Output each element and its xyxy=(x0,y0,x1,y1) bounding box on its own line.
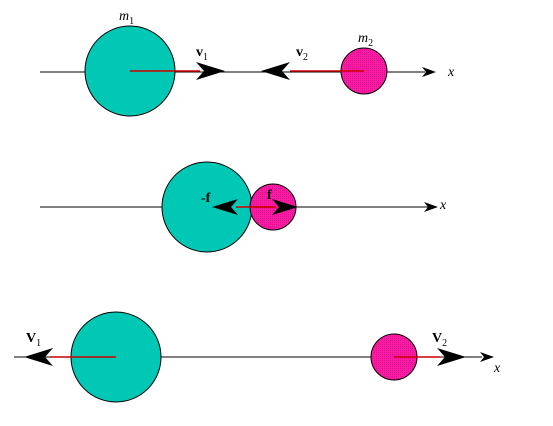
force-on-m2-arrowhead xyxy=(272,199,298,215)
velocity-2-arrowhead xyxy=(261,62,290,80)
mass-2-label: m2 xyxy=(358,31,373,49)
mass-1-label: m1 xyxy=(119,9,134,27)
velocity-2-label: v2 xyxy=(296,45,308,63)
x-axis-arrowhead xyxy=(424,202,438,212)
final-velocity-2-arrowhead xyxy=(437,348,466,366)
force-label: f xyxy=(267,188,272,203)
force-on-m1-arrowhead xyxy=(212,199,238,215)
x-axis-label: x xyxy=(447,65,455,80)
x-axis-label: x xyxy=(493,361,501,376)
x-axis-arrowhead xyxy=(422,67,436,77)
final-velocity-1-label: V1 xyxy=(26,331,41,349)
final-velocity-2-label: V2 xyxy=(432,331,447,349)
negative-force-label: -f xyxy=(201,191,211,206)
velocity-1-arrowhead xyxy=(196,62,225,80)
x-axis-arrowhead xyxy=(480,352,494,362)
velocity-1-label: v1 xyxy=(196,45,208,63)
scene-during-collision: x -f f xyxy=(40,161,447,253)
scene-after-collision: x V1 V2 xyxy=(14,311,501,403)
x-axis-label: x xyxy=(439,198,447,213)
scene-before-collision: x m1 m2 v1 v2 xyxy=(40,9,455,117)
final-velocity-1-arrowhead xyxy=(24,348,53,366)
